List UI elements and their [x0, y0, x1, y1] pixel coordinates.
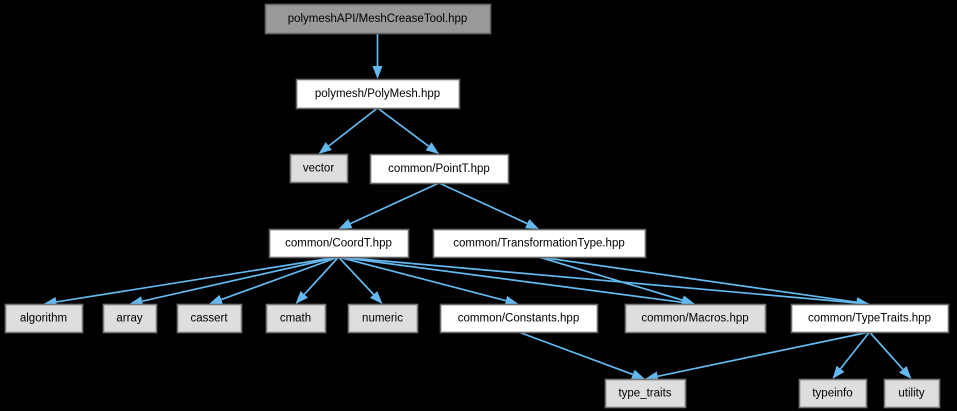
node-label-type_traits: type_traits [618, 388, 671, 400]
arrowhead-coordt-to-constants [504, 295, 519, 306]
node-utility[interactable]: utility [883, 378, 941, 409]
node-label-coordt: common/CoordT.hpp [285, 238, 392, 250]
node-cmath[interactable]: cmath [265, 303, 327, 334]
arrowhead-polymesh-to-pointt [425, 142, 439, 154]
arrowhead-typetraits-to-utility [899, 365, 912, 379]
node-label-cmath: cmath [280, 313, 311, 325]
node-label-transftype: common/TransformationType.hpp [453, 238, 625, 250]
node-label-array: array [116, 313, 142, 325]
node-box-transftype[interactable] [432, 228, 647, 259]
edge-polymesh-to-vector [328, 107, 379, 147]
edge-coordt-to-numeric [337, 256, 375, 296]
node-label-vector: vector [303, 163, 334, 175]
arrowhead-transftype-to-macros [681, 295, 695, 306]
edge-constants-to-type_traits [518, 331, 634, 376]
node-box-numeric[interactable] [347, 303, 419, 334]
node-label-typetraits: common/TypeTraits.hpp [808, 313, 931, 325]
node-box-typeinfo[interactable] [798, 378, 868, 409]
node-box-coordt[interactable] [268, 228, 410, 259]
node-box-array[interactable] [102, 303, 158, 334]
node-cassert[interactable]: cassert [176, 303, 243, 334]
node-typeinfo[interactable]: typeinfo [798, 378, 868, 409]
node-label-root: polymeshAPI/MeshCreaseTool.hpp [288, 13, 468, 25]
edge-coordt-to-array [141, 256, 339, 302]
node-box-cmath[interactable] [265, 303, 327, 334]
node-pointt[interactable]: common/PointT.hpp [369, 153, 510, 185]
node-transftype[interactable]: common/TransformationType.hpp [432, 228, 647, 259]
node-vector[interactable]: vector [289, 153, 349, 184]
node-type_traits[interactable]: type_traits [604, 378, 687, 409]
node-numeric[interactable]: numeric [347, 303, 419, 334]
node-coordt[interactable]: common/CoordT.hpp [268, 228, 410, 259]
edge-typetraits-to-typeinfo [839, 331, 871, 370]
edge-polymesh-to-pointt [376, 107, 430, 147]
node-typetraits[interactable]: common/TypeTraits.hpp [790, 303, 950, 334]
edge-pointt-to-coordt [349, 182, 440, 225]
node-box-cassert[interactable] [176, 303, 243, 334]
node-constants[interactable]: common/Constants.hpp [439, 303, 599, 334]
arrowhead-coordt-to-cassert [209, 294, 223, 305]
node-macros[interactable]: common/Macros.hpp [624, 303, 767, 334]
node-label-cassert: cassert [190, 313, 228, 325]
node-algorithm[interactable]: algorithm [4, 303, 84, 334]
edge-coordt-to-constants [338, 256, 507, 302]
node-root[interactable]: polymeshAPI/MeshCreaseTool.hpp [264, 3, 492, 35]
node-label-algorithm: algorithm [20, 313, 67, 325]
edge-pointt-to-transftype [438, 182, 528, 225]
node-label-macros: common/Macros.hpp [641, 313, 748, 325]
edge-coordt-to-typetraits [338, 256, 857, 304]
node-label-utility: utility [898, 388, 924, 400]
edge-coordt-to-cmath [303, 256, 340, 295]
node-label-numeric: numeric [362, 313, 403, 325]
edge-coordt-to-cassert [220, 256, 339, 301]
node-box-pointt[interactable] [369, 153, 510, 185]
node-box-polymesh[interactable] [295, 78, 461, 110]
node-box-root[interactable] [264, 3, 492, 35]
arrowhead-coordt-to-numeric [369, 291, 383, 304]
edge-coordt-to-algorithm [56, 256, 339, 303]
node-box-vector[interactable] [289, 153, 349, 184]
arrowhead-polymesh-to-vector [318, 142, 332, 154]
arrowhead-coordt-to-array [129, 296, 144, 307]
node-label-typeinfo: typeinfo [812, 388, 852, 400]
node-label-constants: common/Constants.hpp [458, 313, 579, 325]
edge-transftype-to-macros [538, 256, 683, 302]
arrowhead-coordt-to-cmath [295, 291, 308, 304]
arrowhead-pointt-to-transftype [525, 219, 539, 229]
node-layer: polymeshAPI/MeshCreaseTool.hpp polymesh/P… [4, 3, 950, 409]
node-box-macros[interactable] [624, 303, 767, 334]
node-box-type_traits[interactable] [604, 378, 687, 409]
node-polymesh[interactable]: polymesh/PolyMesh.hpp [295, 78, 461, 110]
node-box-algorithm[interactable] [4, 303, 84, 334]
node-box-utility[interactable] [883, 378, 941, 409]
edge-typetraits-to-utility [868, 331, 904, 370]
node-label-pointt: common/PointT.hpp [388, 163, 490, 175]
node-box-typetraits[interactable] [790, 303, 950, 334]
arrowhead-root-to-polymesh [372, 66, 383, 79]
edge-transftype-to-typetraits [538, 256, 857, 304]
node-box-constants[interactable] [439, 303, 599, 334]
arrowhead-typetraits-to-typeinfo [832, 365, 845, 379]
node-array[interactable]: array [102, 303, 158, 334]
edge-coordt-to-macros [338, 256, 683, 304]
arrowhead-pointt-to-coordt [338, 219, 353, 229]
edge-typetraits-to-type_traits [657, 331, 870, 378]
node-label-polymesh: polymesh/PolyMesh.hpp [315, 88, 440, 100]
arrowhead-constants-to-type_traits [631, 369, 645, 380]
